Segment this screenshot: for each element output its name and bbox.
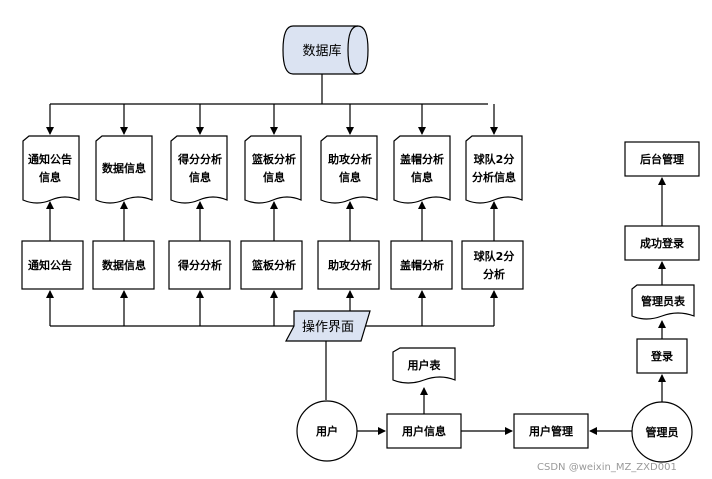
info-doc-shape [244, 135, 302, 204]
info-doc-shape [22, 135, 80, 204]
db-arrows [46, 104, 498, 135]
module-label: 助攻分析 [328, 258, 372, 272]
operation-ui-node: 操作界面 [285, 310, 371, 342]
user-node: 用户 [296, 400, 358, 462]
info-doc-label: 助攻分析 [328, 152, 372, 166]
module-box-shape [92, 240, 155, 290]
info-doc-label: 信息 [39, 170, 61, 184]
info-doc-label: 信息 [411, 170, 433, 184]
module-box-2: 得分分析 [168, 240, 231, 290]
module-box-3: 篮板分析 [240, 240, 303, 290]
module-label: 球队2分 [474, 249, 515, 263]
info-doc-shape [170, 135, 228, 204]
info-doc-label: 信息 [263, 170, 285, 184]
watermark: CSDN @weixin_MZ_ZXD001 [537, 462, 677, 473]
module-label: 通知公告 [28, 258, 72, 272]
info-doc-shape [320, 135, 378, 204]
module-label: 得分分析 [177, 258, 222, 272]
user-info-node: 用户信息 [386, 413, 462, 449]
module-box-shape [390, 240, 453, 290]
info-doc-label: 数据信息 [102, 161, 146, 175]
info-doc-shape [393, 135, 451, 204]
info-doc-label: 球队2分 [474, 152, 515, 166]
module-box-shape [317, 240, 380, 290]
info-doc-label: 篮板分析 [251, 152, 296, 166]
admin-table-node: 管理员表 [631, 284, 695, 320]
module-to-info-arrows [46, 201, 498, 241]
login-success-node: 成功登录 [624, 225, 700, 261]
module-box-4: 助攻分析 [317, 240, 380, 290]
user-table-node: 用户表 [392, 347, 456, 384]
info-doc-shape [465, 135, 523, 204]
module-box-shape [240, 240, 303, 290]
module-box-5: 盖帽分析 [390, 240, 453, 290]
info-doc-label: 盖帽分析 [400, 152, 444, 166]
info-doc-1: 数据信息 [95, 135, 153, 204]
database-label: 数据库 [302, 43, 341, 59]
user-info-label: 用户信息 [402, 424, 446, 438]
ui-arrows [46, 290, 498, 326]
module-label: 盖帽分析 [400, 258, 444, 272]
admin-node: 管理员 [631, 401, 693, 463]
info-doc-label: 信息 [189, 170, 211, 184]
backend-node: 后台管理 [624, 141, 700, 177]
module-box-shape [168, 240, 231, 290]
login-label: 登录 [650, 349, 673, 363]
module-box-1: 数据信息 [92, 240, 155, 290]
user-mgmt-node: 用户管理 [513, 413, 589, 449]
module-box-0: 通知公告 [21, 240, 84, 290]
operation-ui-label: 操作界面 [302, 319, 354, 335]
user-label: 用户 [316, 424, 338, 438]
login-success-label: 成功登录 [640, 236, 684, 250]
module-box-shape [461, 240, 524, 290]
database-node: 数据库 [282, 25, 369, 75]
module-label: 篮板分析 [251, 258, 296, 272]
module-label: 分析 [483, 267, 505, 281]
info-doc-shape [95, 135, 153, 204]
info-doc-label: 分析信息 [472, 170, 516, 184]
backend-label: 后台管理 [640, 152, 684, 166]
login-node: 登录 [636, 338, 688, 374]
db-connectors [50, 74, 488, 105]
module-label: 数据信息 [102, 258, 146, 272]
info-doc-label: 得分分析 [177, 152, 222, 166]
admin-table-label: 管理员表 [641, 294, 686, 308]
info-doc-label: 信息 [339, 170, 361, 184]
module-box-shape [21, 240, 84, 290]
user-table-label: 用户表 [408, 358, 442, 372]
info-doc-label: 通知公告 [28, 152, 72, 166]
info-documents: 通知公告信息数据信息得分分析信息篮板分析信息助攻分析信息盖帽分析信息球队2分分析… [22, 135, 523, 204]
user-mgmt-label: 用户管理 [529, 424, 573, 438]
admin-label: 管理员 [646, 425, 679, 439]
